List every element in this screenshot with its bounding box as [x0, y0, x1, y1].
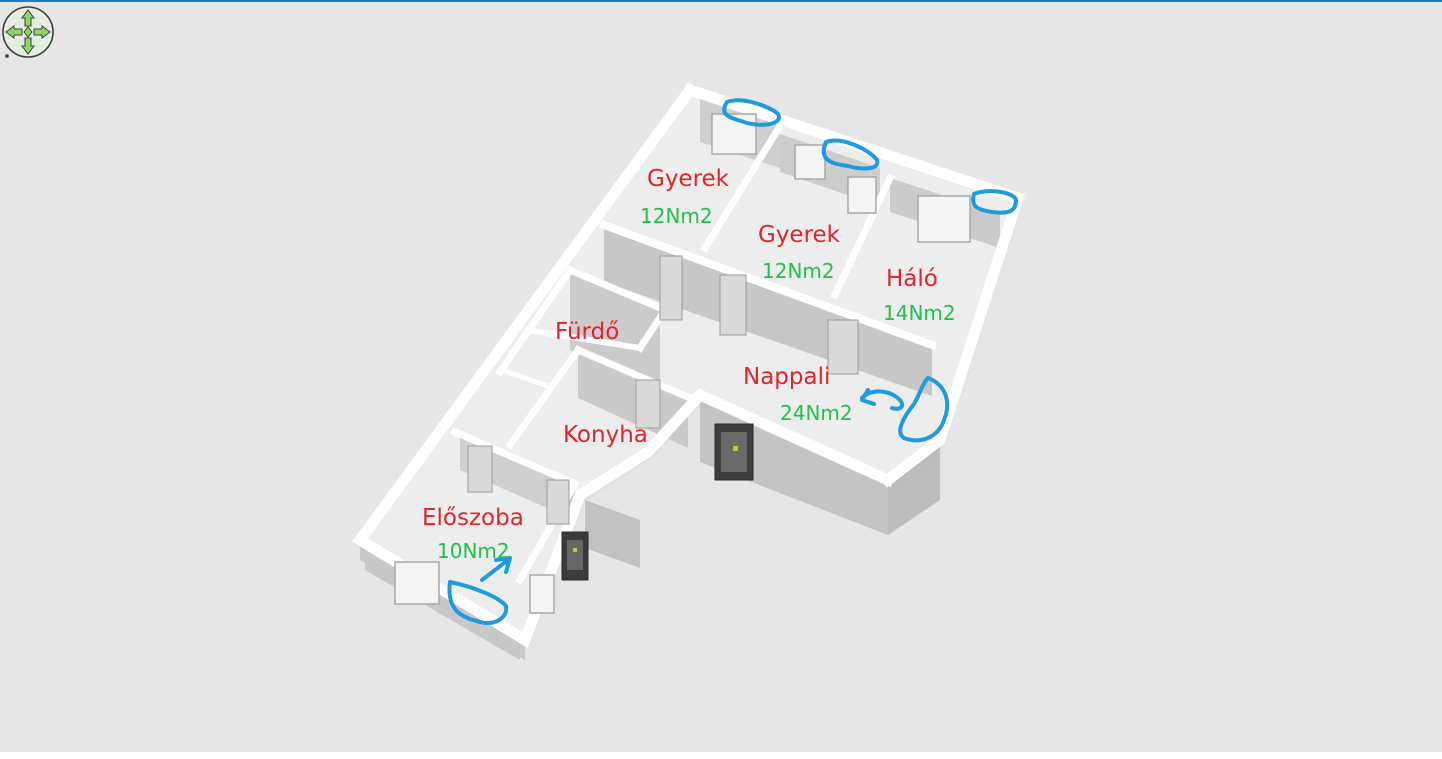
room-area-gyerek-2: 12Nm2 — [762, 259, 835, 283]
door — [635, 379, 661, 429]
window-marking — [821, 138, 880, 171]
arrow-marking — [860, 389, 905, 411]
room-name-halo: Háló — [886, 266, 938, 292]
window — [847, 176, 877, 214]
nav-right-arrow[interactable] — [33, 25, 51, 39]
window-marking — [971, 189, 1018, 215]
wall-tops — [352, 82, 1025, 649]
room-name-gyerek-2: Gyerek — [758, 222, 841, 248]
room-name-nappali: Nappali — [743, 364, 831, 390]
door — [546, 479, 570, 525]
nav-center-icon[interactable] — [23, 26, 33, 38]
window-top-border — [0, 0, 1442, 2]
window-marking — [722, 98, 781, 127]
room-name-gyerek-1: Gyerek — [647, 166, 730, 192]
window — [917, 195, 971, 243]
window — [394, 561, 440, 605]
arrow-head — [494, 556, 512, 574]
room-area-nappali: 24Nm2 — [780, 401, 853, 425]
door — [467, 445, 493, 493]
annotation-marks — [447, 98, 1018, 625]
door — [659, 255, 683, 321]
window-marking — [447, 580, 509, 625]
room-area-eloszoba: 10Nm2 — [437, 539, 510, 563]
window — [794, 144, 826, 180]
arrow-head — [860, 388, 876, 406]
nav-down-arrow[interactable] — [21, 37, 35, 55]
room-area-halo: 14Nm2 — [883, 301, 956, 325]
entrance-doors — [561, 423, 754, 581]
navigation-arrows-icon — [2, 6, 54, 58]
door — [827, 319, 859, 375]
doors — [467, 255, 859, 525]
room-name-eloszoba: Előszoba — [422, 505, 524, 531]
window-marking — [898, 376, 950, 443]
room-name-konyha: Konyha — [563, 422, 648, 448]
navigation-control[interactable] — [1, 4, 55, 60]
arrow-marking — [480, 558, 510, 582]
room-area-gyerek-1: 12Nm2 — [640, 204, 713, 228]
bottom-strip — [0, 752, 1442, 759]
nav-left-arrow[interactable] — [5, 25, 23, 39]
nav-up-arrow[interactable] — [21, 9, 35, 27]
door — [719, 274, 747, 336]
room-name-furdo: Fürdő — [555, 319, 620, 345]
windows — [394, 113, 971, 614]
window — [529, 574, 555, 614]
